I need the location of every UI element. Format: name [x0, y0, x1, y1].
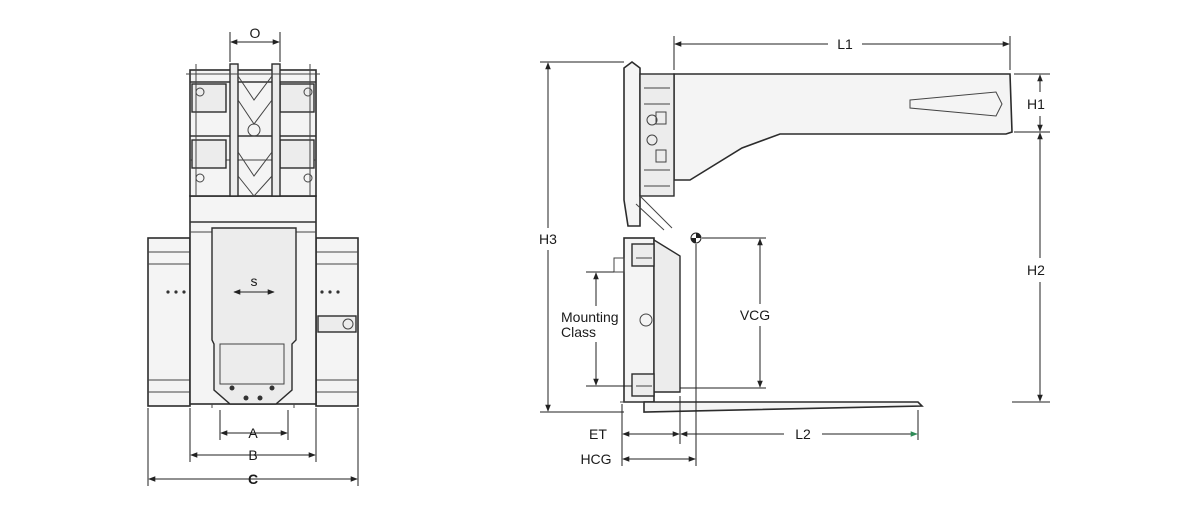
upper-mast: [623, 61, 641, 227]
label-l2: L2: [795, 426, 811, 442]
label-o: O: [250, 25, 261, 41]
label-b: B: [248, 447, 257, 463]
label-a: A: [248, 425, 258, 441]
label-l1: L1: [837, 36, 853, 52]
label-vcg: VCG: [740, 307, 770, 323]
front-view: [147, 32, 359, 486]
label-c: C: [248, 471, 258, 487]
upper-carriage: [639, 73, 675, 197]
label-mounting: Mounting: [561, 309, 619, 325]
clamp-arm: [673, 73, 1013, 181]
label-h3: H3: [539, 231, 557, 247]
label-s: s: [251, 273, 258, 289]
label-h1: H1: [1027, 96, 1045, 112]
label-h2: H2: [1027, 262, 1045, 278]
bottom-platen: [643, 401, 924, 413]
label-class: Class: [561, 324, 596, 340]
center-panel: [211, 227, 297, 405]
left-clamp-pad: [147, 237, 191, 407]
label-hcg: HCG: [580, 451, 611, 467]
label-et: ET: [589, 426, 607, 442]
side-view: [540, 36, 1050, 466]
